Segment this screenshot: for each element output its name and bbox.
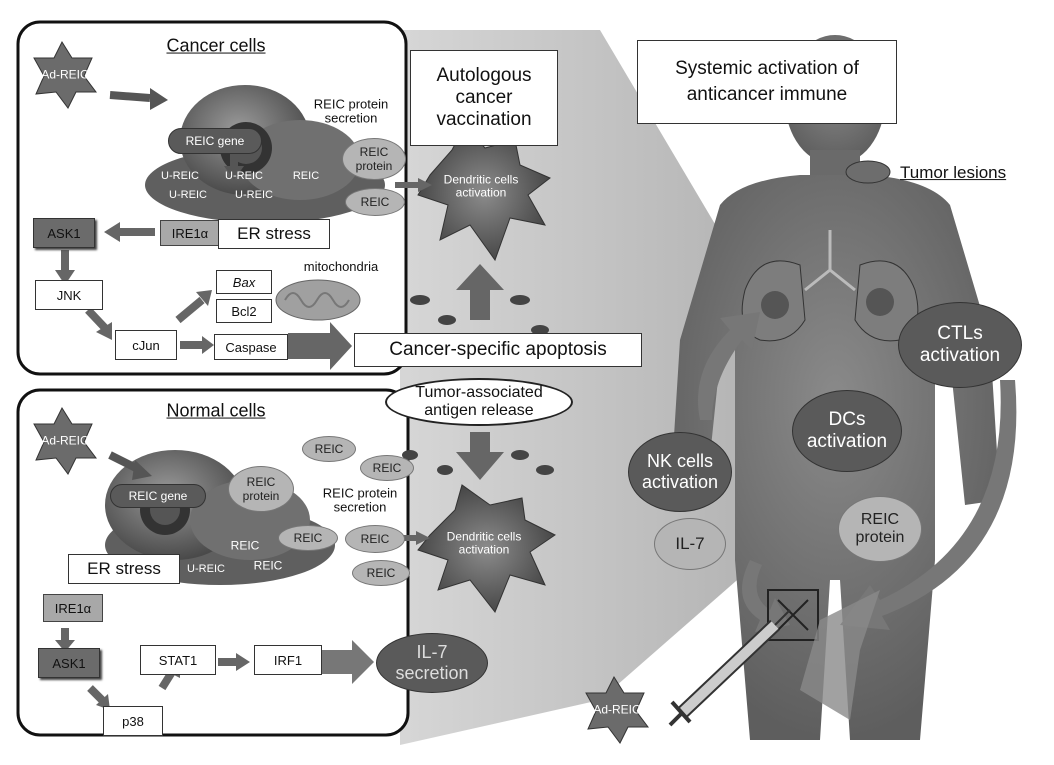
er-stress-box-normal: ER stress <box>68 554 180 584</box>
ureic-cell-label: U-REIC <box>187 564 225 576</box>
jnk-box: JNK <box>35 280 103 310</box>
ad-reic-label-cancer: Ad-REIC <box>41 69 88 82</box>
ureic-label: U-REIC <box>235 190 273 202</box>
reic-secretion-label-cancer: REIC protein secretion <box>314 97 388 124</box>
ureic-label: U-REIC <box>225 171 263 183</box>
reic-gene-normal: REIC gene <box>110 484 206 508</box>
antigen-release-oval: Tumor-associated antigen release <box>385 378 573 426</box>
dendritic-cell-label-top: Dendritic cells activation <box>444 173 519 198</box>
p38-box: p38 <box>103 706 163 736</box>
ad-reic-label-normal: Ad-REIC <box>41 435 88 448</box>
il7-secretion-oval: IL-7 secretion <box>376 633 488 693</box>
floating-reic: REIC <box>352 560 410 586</box>
normal-cells-title: Normal cells <box>166 402 265 421</box>
caspase-box: Caspase <box>214 334 288 360</box>
tumor-lesion-icon <box>846 161 890 183</box>
reic-gene-cancer: REIC gene <box>168 128 262 154</box>
ctls-activation-oval: CTLs activation <box>898 302 1022 388</box>
reic-cell-label: REIC <box>254 560 283 573</box>
reic-cell-label: REIC <box>231 540 260 553</box>
floating-reic: REIC <box>360 455 414 481</box>
ire1a-box-normal: IRE1α <box>43 594 103 622</box>
er-stress-box-cancer: ER stress <box>218 219 330 249</box>
systemic-activation-box: Systemic activation of anticancer immune <box>637 40 897 124</box>
reic-protein-cancer: REIC protein <box>342 138 406 180</box>
ureic-label: U-REIC <box>161 171 199 183</box>
ad-reic-label-body: Ad-REIC <box>593 704 640 717</box>
autologous-vaccination-box: Autologous cancer vaccination <box>410 50 558 146</box>
floating-reic: REIC <box>345 525 405 553</box>
cjun-box: cJun <box>115 330 177 360</box>
reic-secretion-label-normal: REIC protein secretion <box>323 486 397 513</box>
reic-protein-normal: REIC protein <box>228 466 294 512</box>
ask1-box-cancer: ASK1 <box>33 218 95 248</box>
nk-activation-oval: NK cells activation <box>628 432 732 512</box>
tumor-lesions-label: Tumor lesions <box>900 164 1006 182</box>
il7-oval: IL-7 <box>654 518 726 570</box>
reic-oval-cancer: REIC <box>345 188 405 216</box>
reic-protein-oval-body: REIC protein <box>838 496 922 562</box>
bax-box: Bax <box>216 270 272 294</box>
ire1a-box-cancer: IRE1α <box>160 220 220 246</box>
ureic-label: U-REIC <box>169 190 207 202</box>
irf1-box: IRF1 <box>254 645 322 675</box>
dendritic-cell-label-bottom: Dendritic cells activation <box>447 530 522 555</box>
mitochondria-label: mitochondria <box>304 260 378 274</box>
floating-reic: REIC <box>278 525 338 551</box>
floating-reic: REIC <box>302 436 356 462</box>
bcl2-box: Bcl2 <box>216 299 272 323</box>
arrow-adreic-gene <box>110 95 150 98</box>
cancer-cells-title: Cancer cells <box>166 37 265 56</box>
ask1-box-normal: ASK1 <box>38 648 100 678</box>
stat1-box: STAT1 <box>140 645 216 675</box>
reic-label: REIC <box>293 171 319 183</box>
dcs-activation-oval: DCs activation <box>792 390 902 472</box>
cancer-specific-apoptosis-box: Cancer-specific apoptosis <box>354 333 642 367</box>
